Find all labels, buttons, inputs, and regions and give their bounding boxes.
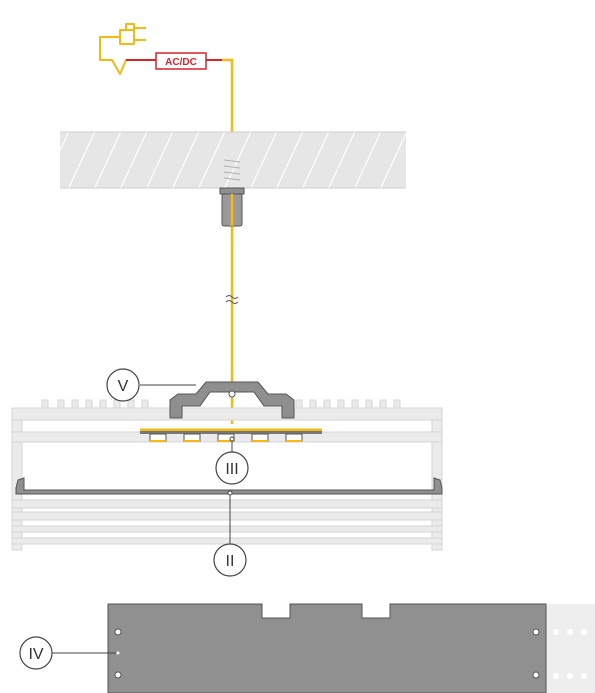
callout-iii: III: [215, 441, 249, 485]
mounting-clip: [169, 381, 295, 419]
led-module: [140, 428, 322, 442]
power-plug-icon: [99, 23, 156, 75]
callout-iv-label: IV: [28, 646, 43, 663]
callout-v: V: [106, 368, 196, 402]
power-supply-group: AC/DC: [99, 23, 234, 424]
callout-ii-label: II: [226, 553, 235, 570]
anchor-drill-hole: [223, 159, 241, 181]
driver-label: AC/DC: [165, 57, 197, 68]
callout-ii: II: [213, 495, 247, 577]
power-cable: [222, 58, 234, 424]
callout-v-label: V: [118, 378, 129, 395]
end-plate: [107, 603, 595, 693]
callout-iii-label: III: [225, 461, 238, 478]
ceiling-anchor-icon: [219, 187, 245, 227]
cable-break-icon: [225, 295, 239, 304]
ac-dc-driver-icon: AC/DC: [126, 52, 222, 70]
callout-iv: IV: [19, 636, 116, 670]
ceiling-slab: [60, 131, 406, 189]
